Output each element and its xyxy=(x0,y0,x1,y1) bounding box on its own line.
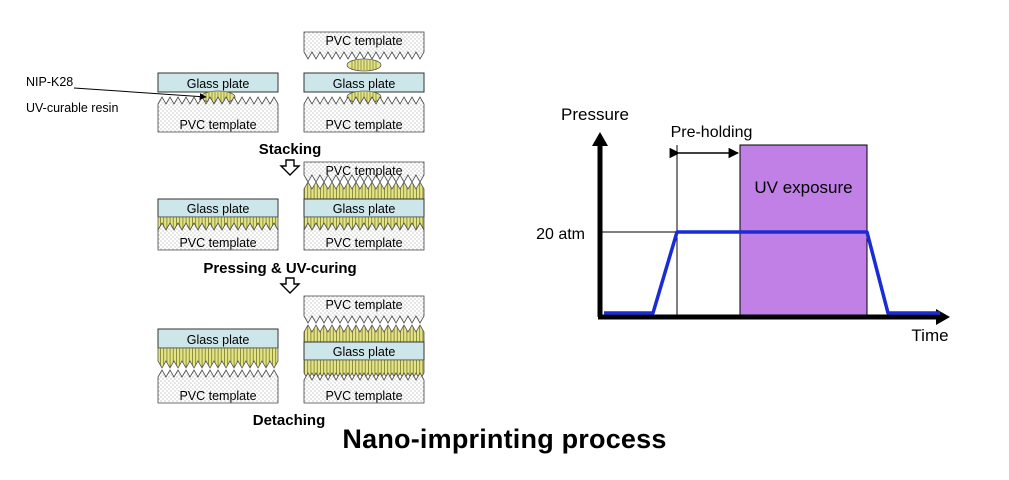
glass-plate-label: Glass plate xyxy=(333,77,396,91)
pvc-template: PVC template xyxy=(157,222,279,251)
pvc-template: PVC template xyxy=(303,31,425,60)
figure-caption: Nano-imprinting process xyxy=(342,424,667,454)
resin-name-label: NIP-K28 xyxy=(26,75,73,89)
pvc-template-label: PVC template xyxy=(325,34,402,48)
glass-plate: Glass plate xyxy=(303,341,425,361)
pre-holding-label: Pre-holding xyxy=(671,124,753,141)
glass-plate-label: Glass plate xyxy=(333,202,396,216)
uv-exposure-label: UV exposure xyxy=(754,178,852,197)
pvc-template: PVC template xyxy=(303,96,425,133)
pvc-template-body xyxy=(303,295,425,324)
step-label-detaching: Detaching xyxy=(253,412,326,429)
glass-plate-label: Glass plate xyxy=(187,202,250,216)
pvc-template: PVC template xyxy=(303,161,425,183)
glass-plate: Glass plate xyxy=(157,198,279,218)
cured-resin-layer xyxy=(157,347,279,369)
glass-plate-label: Glass plate xyxy=(187,77,250,91)
pvc-template-label: PVC template xyxy=(325,118,402,132)
pvc-template: PVC template xyxy=(303,295,425,324)
pvc-template: PVC template xyxy=(303,372,425,404)
pvc-template: PVC template xyxy=(303,222,425,251)
cured-resin-layer xyxy=(303,181,425,202)
pvc-template-body xyxy=(157,222,279,251)
pvc-template-body xyxy=(157,369,279,404)
glass-plate: Glass plate xyxy=(157,328,279,349)
resin-callout-arrow xyxy=(73,87,207,101)
y-axis-label: Pressure xyxy=(561,105,629,124)
step-arrow-1 xyxy=(279,159,301,176)
pvc-template-label: PVC template xyxy=(325,164,402,178)
pvc-template-body xyxy=(303,31,425,60)
glass-plate-label: Glass plate xyxy=(187,333,250,347)
step-label-pressing: Pressing & UV-curing xyxy=(203,260,356,277)
pvc-template-body xyxy=(303,96,425,133)
pvc-template-label: PVC template xyxy=(325,236,402,250)
x-axis-label: Time xyxy=(911,326,948,345)
step-arrow-2 xyxy=(279,277,301,294)
glass-plate-label: Glass plate xyxy=(333,345,396,359)
pvc-template-body xyxy=(303,161,425,183)
cured-resin-layer xyxy=(303,324,425,346)
pvc-template-label: PVC template xyxy=(179,389,256,403)
pvc-template: PVC template xyxy=(157,96,279,133)
pvc-template-body xyxy=(157,96,279,133)
y-axis-arrowhead xyxy=(592,132,608,146)
step-label-stacking: Stacking xyxy=(259,141,322,158)
level-label: 20 atm xyxy=(536,226,585,243)
pvc-template-body xyxy=(303,222,425,251)
pvc-template-label: PVC template xyxy=(179,118,256,132)
pvc-template-label: PVC template xyxy=(179,236,256,250)
pvc-template-body xyxy=(303,372,425,404)
glass-plate: Glass plate xyxy=(157,72,279,93)
glass-plate: Glass plate xyxy=(303,198,425,218)
glass-plate: Glass plate xyxy=(303,72,425,93)
pvc-template-label: PVC template xyxy=(325,389,402,403)
resin-type-label: UV-curable resin xyxy=(26,101,118,115)
pvc-template: PVC template xyxy=(157,369,279,404)
pvc-template-label: PVC template xyxy=(325,298,402,312)
